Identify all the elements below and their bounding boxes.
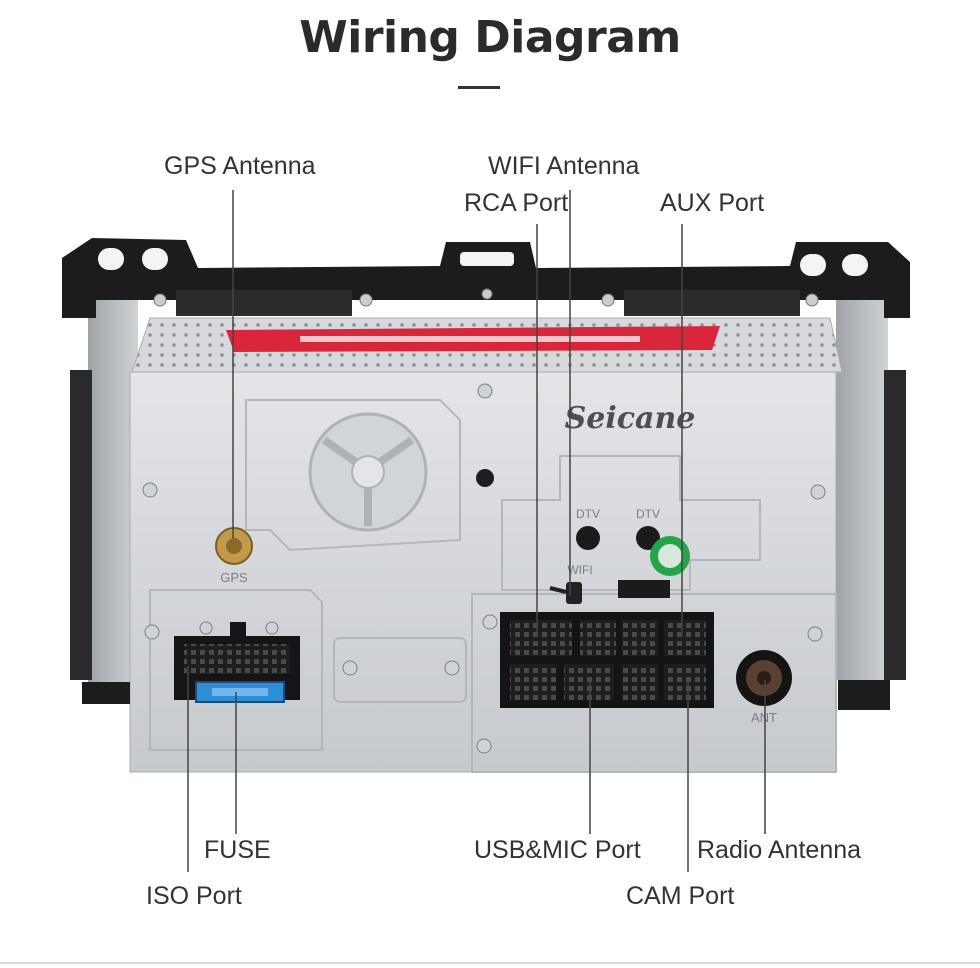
leader-lines xyxy=(187,190,766,872)
top-chassis xyxy=(131,317,843,373)
page-title: Wiring Diagram xyxy=(299,12,681,63)
bottom-divider xyxy=(0,962,980,964)
lower-bracket xyxy=(82,680,890,710)
gps-antenna-label: GPS Antenna xyxy=(164,152,316,180)
back-panel xyxy=(129,371,837,773)
port-cluster: DTV DTV WIFI xyxy=(549,507,690,604)
wifi-mark: WIFI xyxy=(567,563,592,577)
dtv-right-mark: DTV xyxy=(636,507,660,521)
ant-mark: ANT xyxy=(751,710,777,725)
gps-connector: GPS xyxy=(215,527,253,585)
title-underline xyxy=(458,86,500,89)
aux-port-label: AUX Port xyxy=(660,189,765,217)
dtv-left-mark: DTV xyxy=(576,507,600,521)
cam-port-label: CAM Port xyxy=(626,882,735,910)
radio-antenna-socket: ANT xyxy=(736,650,792,725)
usb-mic-port-label: USB&MIC Port xyxy=(474,836,641,864)
wifi-antenna-label: WIFI Antenna xyxy=(488,152,640,180)
fuse-holder xyxy=(195,681,285,703)
rca-port-label: RCA Port xyxy=(464,189,569,217)
multi-pin-block xyxy=(500,612,714,708)
radio-antenna-label: Radio Antenna xyxy=(697,836,862,864)
brand-logo: Seicane xyxy=(565,401,696,436)
iso-port-label: ISO Port xyxy=(146,882,242,910)
gps-mark: GPS xyxy=(220,570,248,585)
mounting-bracket xyxy=(62,238,910,318)
fuse-label: FUSE xyxy=(204,836,271,864)
